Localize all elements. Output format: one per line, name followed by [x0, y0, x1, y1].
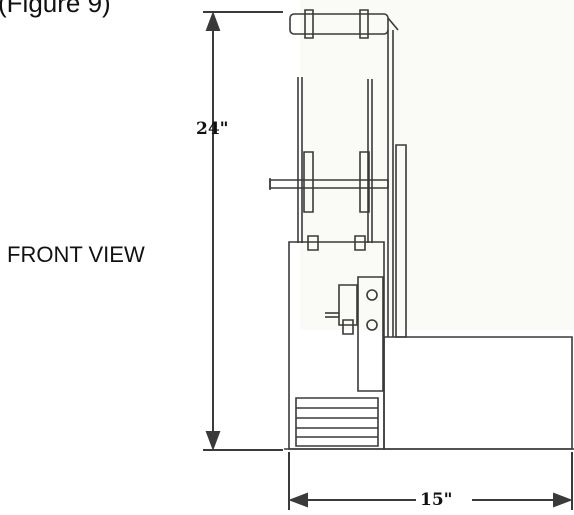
- figure-caption: (Figure 9): [0, 0, 111, 18]
- machine-body: [270, 10, 574, 449]
- width-dimension-label: 15": [420, 490, 453, 510]
- height-dimension-label: 24": [196, 119, 229, 139]
- height-dimension-line: [203, 12, 283, 450]
- arrow-up-icon: [207, 14, 219, 30]
- arrow-down-icon: [207, 432, 219, 448]
- width-dimension-line: [289, 452, 572, 510]
- view-label: FRONT VIEW: [7, 242, 145, 267]
- arrow-left-icon: [291, 494, 307, 506]
- arrow-right-icon: [554, 494, 570, 506]
